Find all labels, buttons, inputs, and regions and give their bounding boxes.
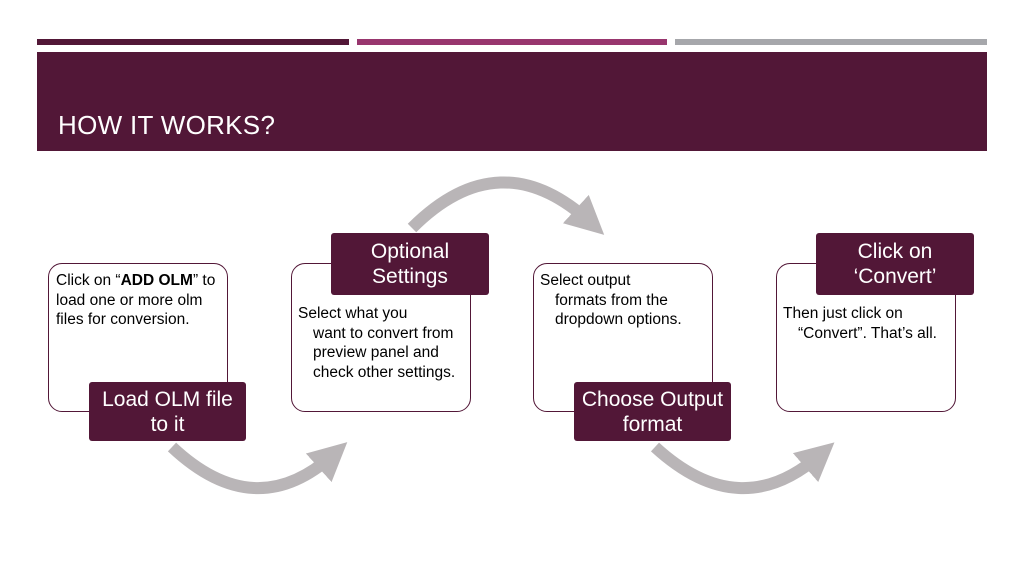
accent-stripe-plum xyxy=(357,39,667,45)
curved-arrow-2-icon xyxy=(407,176,605,235)
step-2-label: Optional Settings xyxy=(331,233,489,295)
step-3-label: Choose Output format xyxy=(574,382,731,441)
curved-arrow-1-icon xyxy=(167,442,348,495)
curved-arrow-3-icon xyxy=(650,442,835,495)
accent-stripe-dark xyxy=(37,39,349,45)
page-title: HOW IT WORKS? xyxy=(58,110,276,140)
accent-stripe-gray xyxy=(675,39,987,45)
step-1-description: Click on “ADD OLM” to load one or more o… xyxy=(56,272,216,328)
step-1-label: Load OLM file to it xyxy=(89,382,246,441)
step-4-description: Then just click on“Convert”. That’s all. xyxy=(783,305,937,342)
step-4-label: Click on ‘Convert’ xyxy=(816,233,974,295)
title-banner: HOW IT WORKS? xyxy=(37,52,987,151)
